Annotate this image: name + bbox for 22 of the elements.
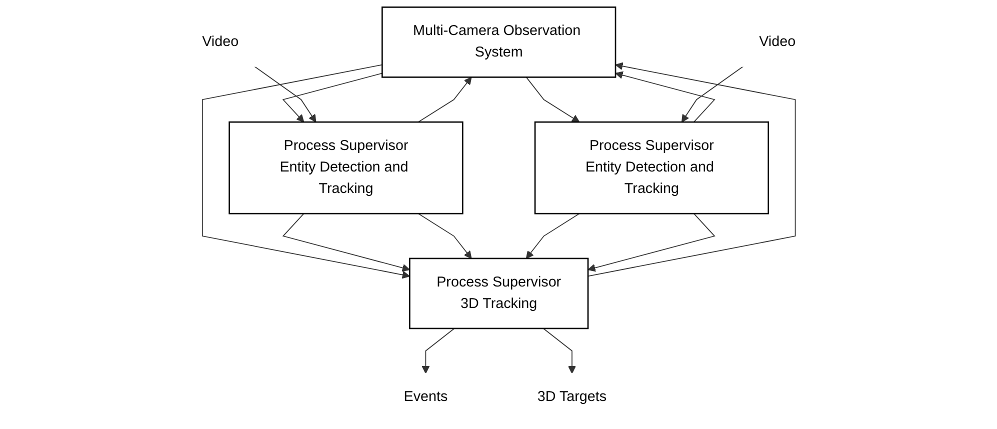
arrow xyxy=(282,213,410,272)
node-box: Process Supervisor 3D Tracking xyxy=(408,258,588,330)
arrow xyxy=(418,213,472,259)
node-text: Video xyxy=(758,34,796,50)
arrow xyxy=(614,71,715,122)
node-box: Multi-Camera Observation System xyxy=(381,6,616,78)
arrow xyxy=(254,66,316,122)
node-text: 3D Targets xyxy=(537,389,606,405)
arrow xyxy=(587,213,715,272)
arrow xyxy=(202,64,410,279)
arrow xyxy=(587,62,796,277)
node-text: Events xyxy=(403,389,448,405)
arrow xyxy=(681,66,744,122)
node-box: Process Supervisor Entity Detection and Tracking xyxy=(534,121,769,214)
arrow xyxy=(525,76,580,122)
arrow xyxy=(282,72,382,122)
arrow xyxy=(418,76,472,122)
arrow xyxy=(542,328,576,374)
node-text: Video xyxy=(202,34,238,50)
arrow xyxy=(421,328,454,374)
arrow xyxy=(526,213,580,259)
node-box: Process Supervisor Entity Detection and Tracking xyxy=(228,121,463,214)
